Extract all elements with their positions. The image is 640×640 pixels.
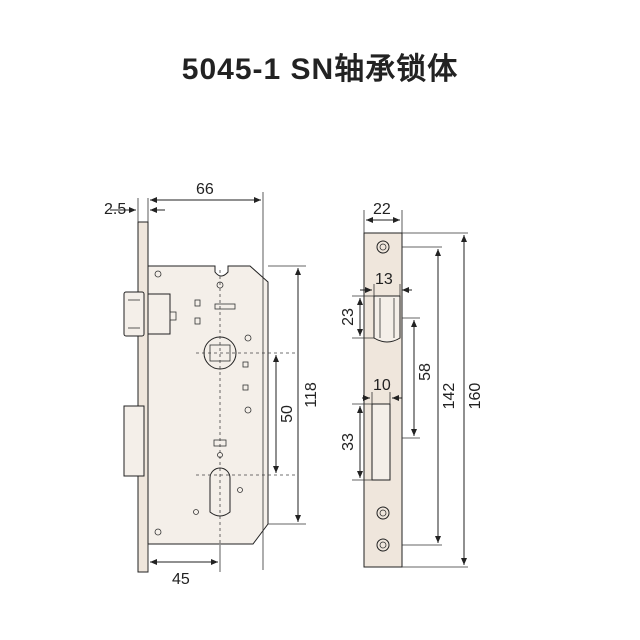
dim-faceplate-thickness: 2.5 (104, 201, 126, 218)
mount-hole-bottom (154, 528, 162, 536)
latch-bolt (123, 291, 145, 337)
lock-case (147, 265, 269, 545)
cylinder-hole (209, 467, 231, 517)
lock-body-side-view: 2.5 66 118 50 45 (104, 181, 320, 588)
dim-latch-width: 13 (375, 271, 393, 288)
page-title: 5045-1 SN轴承锁体 (181, 53, 459, 86)
dim-handle-to-cylinder: 50 (279, 405, 296, 423)
mount-hole-top (154, 270, 162, 278)
dim-center-distance: 58 (417, 363, 434, 381)
screw-hole-bottom-2 (376, 538, 390, 552)
screw-hole-bottom-1 (376, 506, 390, 520)
dim-screw-distance: 142 (441, 383, 458, 410)
dim-deadbolt-height: 33 (340, 433, 357, 451)
dim-backset-width: 66 (196, 181, 214, 198)
dim-cylinder-backset: 45 (172, 571, 190, 588)
latch-face (373, 295, 401, 343)
screw-hole-top (376, 240, 390, 254)
dim-latch-height: 23 (340, 308, 357, 326)
dim-faceplate-width: 22 (373, 201, 391, 218)
faceplate-strip (137, 221, 149, 573)
dim-deadbolt-width: 10 (373, 377, 391, 394)
faceplate-front-view: 22 13 23 10 33 58 142 160 (340, 201, 484, 568)
deadbolt (123, 405, 145, 477)
dim-height: 118 (303, 382, 320, 408)
latch-tail (147, 293, 171, 335)
deadbolt-face (371, 403, 391, 481)
dim-faceplate-height: 160 (467, 383, 484, 410)
